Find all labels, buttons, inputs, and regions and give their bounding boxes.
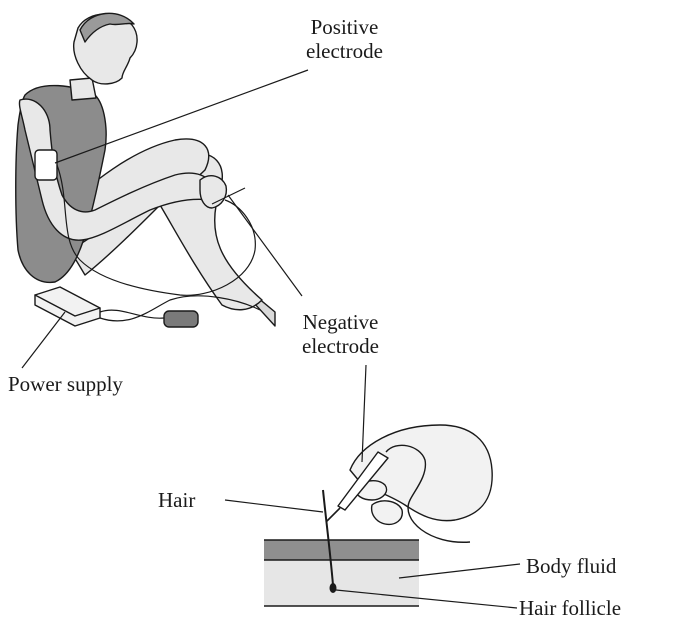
foot-pad xyxy=(164,311,198,327)
leader-power xyxy=(22,312,65,368)
hair-follicle-label: Hair follicle xyxy=(519,596,621,620)
positive-electrode-line-1: Positive xyxy=(306,15,383,39)
hair-label: Hair xyxy=(158,488,195,512)
negative-electrode-line-1: Negative xyxy=(302,310,379,334)
needle xyxy=(326,508,340,522)
positive-electrode-label: Positive electrode xyxy=(306,15,383,63)
power-supply-box xyxy=(35,287,100,326)
skin-band xyxy=(264,540,419,560)
positive-electrode-pad xyxy=(35,150,57,180)
negative-electrode-line-2: electrode xyxy=(302,334,379,358)
power-supply-label: Power supply xyxy=(8,372,123,396)
seated-person xyxy=(16,13,275,327)
negative-electrode-label: Negative electrode xyxy=(302,310,379,358)
hair-follicle xyxy=(330,583,337,593)
operator-hand xyxy=(326,425,492,542)
positive-electrode-line-2: electrode xyxy=(306,39,383,63)
body-fluid-band xyxy=(264,560,419,606)
body-fluid-label: Body fluid xyxy=(526,554,616,578)
leader-hair xyxy=(225,500,323,512)
leader-negative-bottom xyxy=(362,365,366,462)
neck xyxy=(70,78,96,100)
